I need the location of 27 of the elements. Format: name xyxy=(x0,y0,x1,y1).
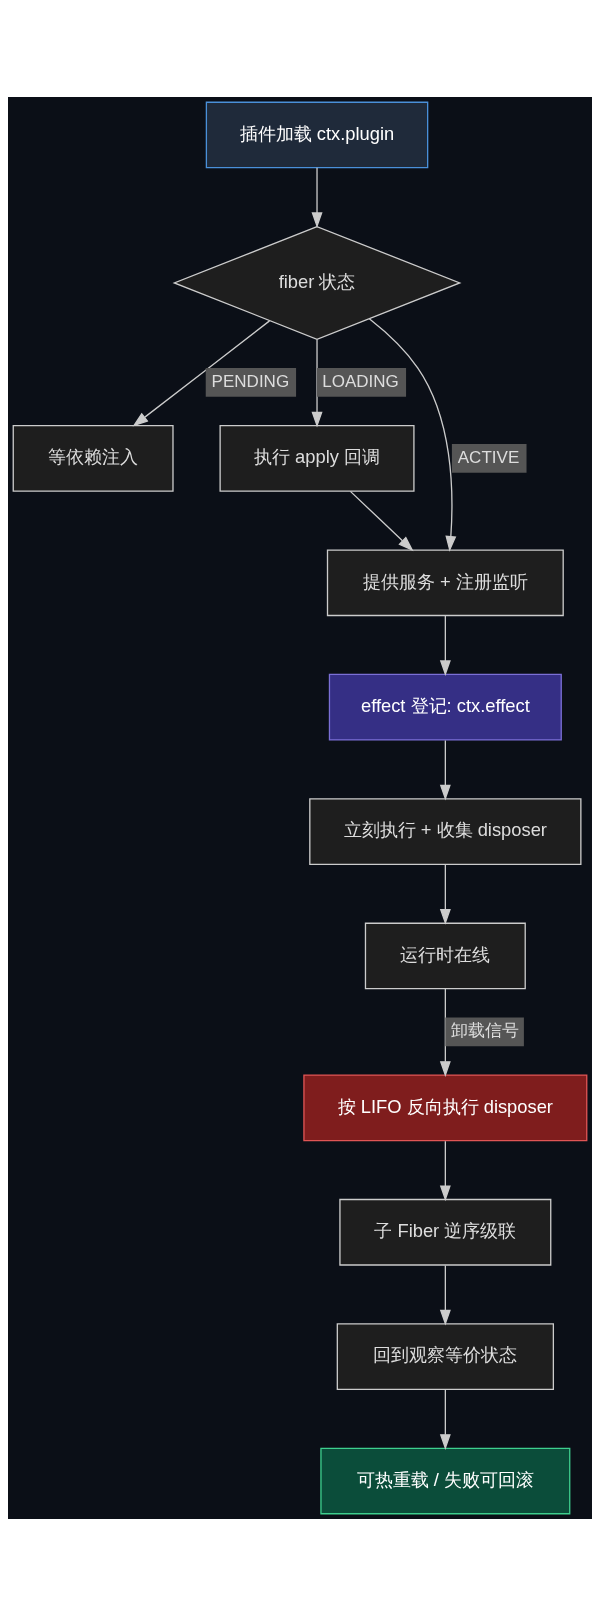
arrow xyxy=(311,167,323,229)
node-box: effect 登记: ctx.effect xyxy=(328,673,562,741)
node-diamond: fiber 状态 xyxy=(172,225,462,340)
arrow xyxy=(132,320,271,427)
node-box: 等依赖注入 xyxy=(12,425,174,492)
arrow xyxy=(368,318,457,552)
node-box: 子 Fiber 逆序级联 xyxy=(339,1198,552,1266)
arrow xyxy=(439,739,451,801)
arrow xyxy=(439,864,451,925)
node-box: 可热重载 / 失败可回滚 xyxy=(320,1447,571,1515)
edge-label: 卸载信号 xyxy=(450,1021,519,1041)
arrow xyxy=(439,615,451,677)
node-box: 回到观察等价状态 xyxy=(336,1323,555,1391)
edge-label: ACTIVE xyxy=(457,447,520,467)
arrow xyxy=(439,1264,451,1326)
node-box: 运行时在线 xyxy=(364,922,526,990)
arrow xyxy=(439,1140,451,1202)
node-box: 立刻执行 + 收集 disposer xyxy=(309,798,582,865)
node-box: 插件加载 ctx.plugin xyxy=(205,101,429,169)
arrow xyxy=(311,338,323,428)
edge-label: PENDING xyxy=(211,371,290,391)
node-box: 提供服务 + 注册监听 xyxy=(326,549,564,617)
arrow xyxy=(439,1389,451,1450)
arrow xyxy=(349,490,414,552)
node-box: 按 LIFO 反向执行 disposer xyxy=(303,1074,588,1142)
edge-label: LOADING xyxy=(322,371,399,391)
node-box: 执行 apply 回调 xyxy=(219,425,415,492)
